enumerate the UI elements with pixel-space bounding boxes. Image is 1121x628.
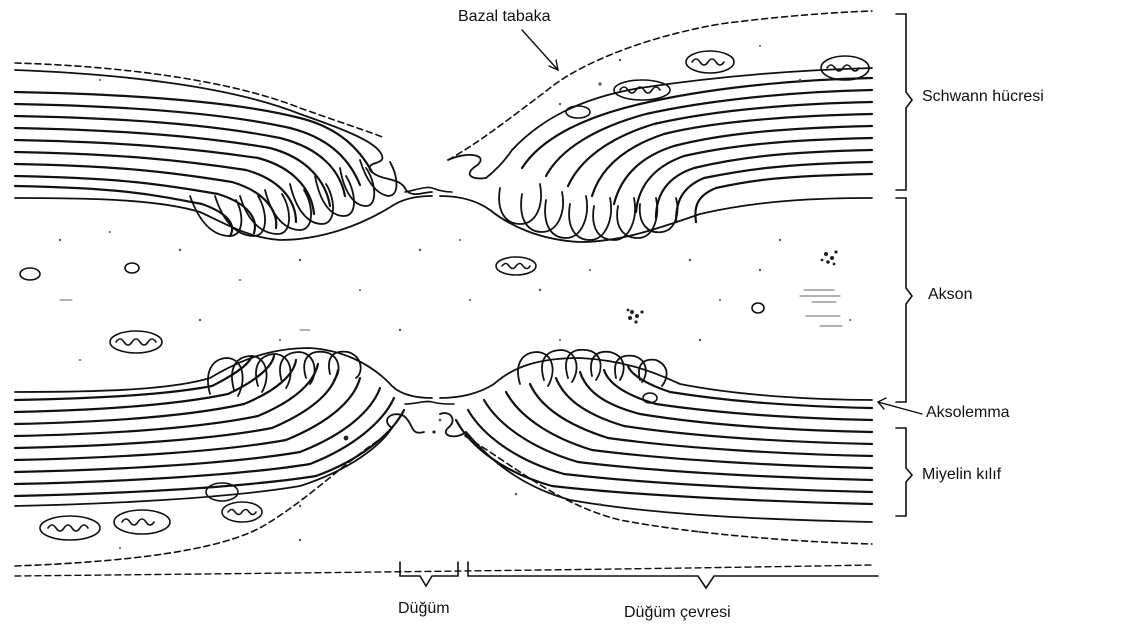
aksolemma-pointer — [878, 402, 922, 414]
upper-left-paranodal-loops — [190, 160, 397, 236]
axon-mitochondria — [20, 257, 764, 403]
stipple-dots — [59, 45, 851, 549]
lower-left-paranodal-loops — [208, 352, 361, 396]
upper-mitochondria — [566, 51, 869, 118]
aksolemma-label: Aksolemma — [926, 404, 1010, 422]
bazal-tabaka-pointer — [522, 30, 558, 70]
schwann-bracket — [896, 14, 912, 190]
akson-bracket — [896, 198, 912, 402]
lower-basal-lamina-bottom — [15, 565, 872, 576]
upper-left-myelin — [15, 92, 372, 236]
upper-left-axolemma — [15, 196, 432, 240]
lower-right-myelin — [456, 366, 872, 504]
miyelin-kilif-label: Miyelin kılıf — [922, 466, 1001, 484]
upper-right-myelin — [522, 78, 872, 222]
bazal-tabaka-label: Bazal tabaka — [458, 8, 551, 26]
dugum-label: Düğüm — [398, 600, 450, 618]
dugum-bracket — [400, 562, 458, 586]
akson-label: Akson — [928, 286, 972, 304]
miyelin-bracket — [896, 428, 912, 516]
dugum-cevresi-label: Düğüm çevresi — [624, 604, 731, 622]
node-axolemma-top — [405, 187, 452, 192]
node-axolemma-bottom — [405, 401, 454, 404]
lower-left-axolemma — [15, 348, 432, 398]
lower-left-schwann-edge — [15, 414, 424, 506]
axon-neurofilaments — [60, 290, 842, 330]
schwann-hucresi-label: Schwann hücresi — [922, 88, 1044, 106]
lower-left-myelin — [15, 356, 404, 496]
lower-right-axolemma — [440, 358, 872, 400]
